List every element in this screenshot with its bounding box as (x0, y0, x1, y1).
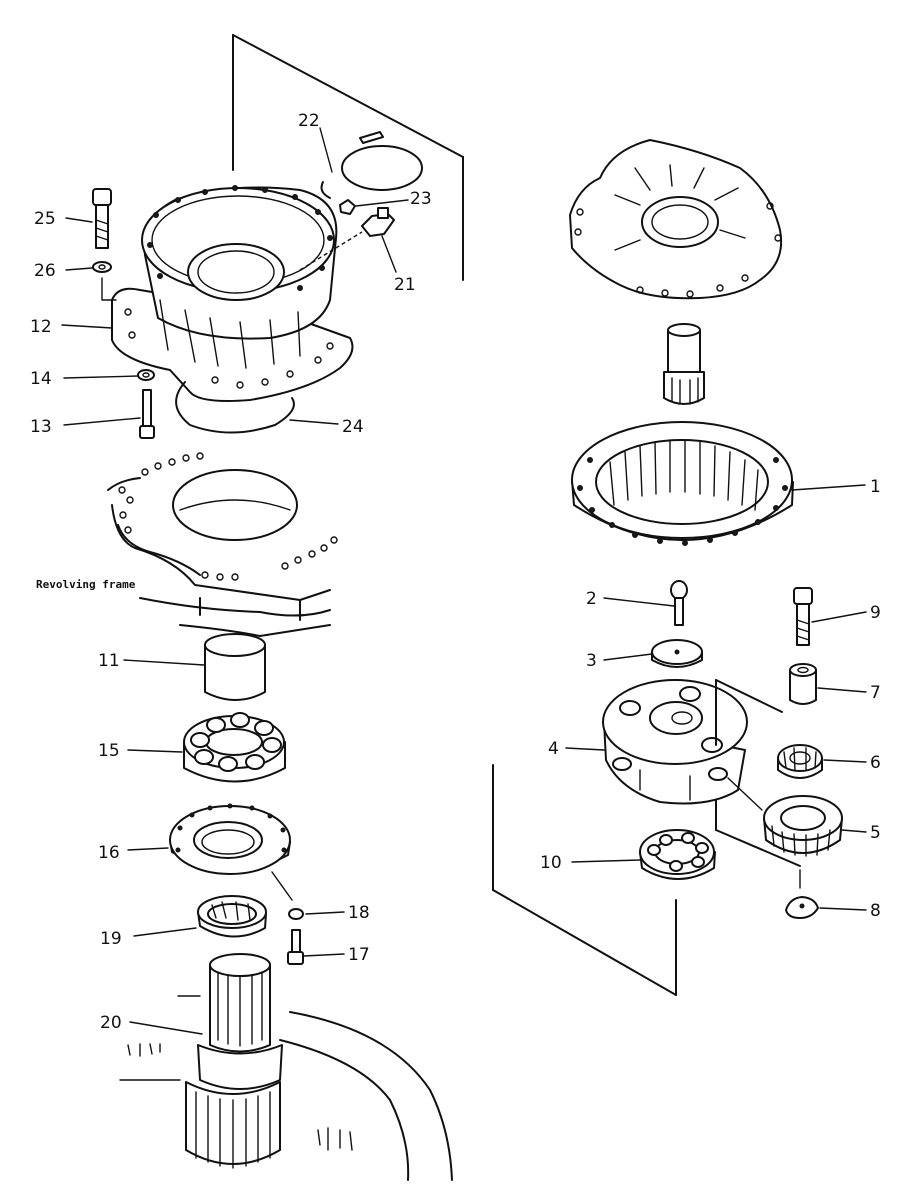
left-assembly-bracket (232, 34, 464, 281)
callout-13: 13 (30, 417, 52, 437)
bolt-part-9 (793, 587, 813, 646)
callout-labels: 25 26 12 14 13 24 22 23 21 1 2 3 9 7 4 6… (30, 111, 881, 1033)
carrier-part-4 (602, 679, 748, 805)
callout-1: 1 (870, 477, 881, 497)
bearing-part-15 (183, 712, 286, 783)
callout-9: 9 (870, 603, 881, 623)
revolving-frame-label: Revolving frame (36, 578, 136, 591)
callout-16: 16 (98, 843, 120, 863)
callout-5: 5 (870, 823, 881, 843)
bolt-part-2 (670, 580, 688, 626)
callout-7: 7 (870, 683, 881, 703)
callout-10: 10 (540, 853, 562, 873)
washer-part-26 (92, 261, 117, 301)
shaft-part-20 (119, 953, 453, 1181)
callout-17: 17 (348, 945, 370, 965)
callout-25: 25 (34, 209, 56, 229)
washer-part-14 (137, 369, 155, 381)
sleeve-part-7 (789, 663, 817, 705)
bolt-part-17 (287, 929, 304, 965)
callout-8: 8 (870, 901, 881, 921)
gear-part-6 (777, 744, 823, 779)
revolving-frame: Revolving frame (36, 452, 338, 637)
fitting-part-21 (361, 207, 395, 237)
retainer-part-16 (169, 803, 293, 901)
callout-3: 3 (586, 651, 597, 671)
callout-12: 12 (30, 317, 52, 337)
callout-26: 26 (34, 261, 56, 281)
callout-21: 21 (394, 275, 416, 295)
callout-6: 6 (870, 753, 881, 773)
washer-part-8 (785, 869, 819, 919)
callout-22: 22 (298, 111, 320, 131)
callout-4: 4 (548, 739, 559, 759)
bushing-part-11 (204, 633, 266, 701)
bearing-part-19 (197, 895, 267, 938)
oring-part-24 (175, 381, 295, 434)
callout-23: 23 (410, 189, 432, 209)
ring-part-22 (320, 131, 423, 199)
callout-15: 15 (98, 741, 120, 761)
gear-part-5 (763, 795, 843, 857)
drive-shaft (663, 323, 705, 405)
ring-gear-part-1 (571, 421, 794, 546)
callout-24: 24 (342, 417, 364, 437)
callout-2: 2 (586, 589, 597, 609)
motor-cover (569, 139, 782, 300)
right-assembly-bracket (492, 679, 801, 996)
callout-19: 19 (100, 929, 122, 949)
housing-part-12 (111, 185, 363, 402)
nut-part-23 (339, 199, 356, 215)
washer-part-18 (288, 908, 304, 920)
callout-20: 20 (100, 1013, 122, 1033)
leader-lines (61, 127, 867, 1035)
callout-11: 11 (98, 651, 120, 671)
bearing-part-10 (639, 829, 716, 880)
callout-18: 18 (348, 903, 370, 923)
bolt-part-25 (92, 188, 112, 249)
callout-14: 14 (30, 369, 52, 389)
plate-part-3 (651, 639, 703, 668)
bolt-part-13 (139, 389, 155, 439)
